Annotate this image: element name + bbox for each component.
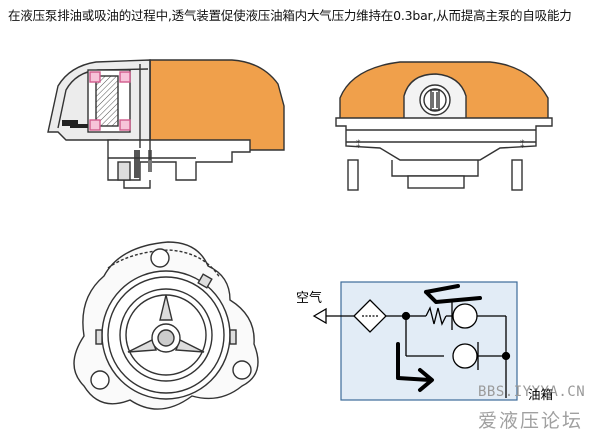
check-valve-icon [452,343,478,369]
svg-text:⁑: ⁑ [356,139,361,151]
breather-top-view-icon [73,241,259,410]
svg-text:⁑: ⁑ [520,139,525,151]
flow-arrow-icon [396,342,434,392]
watermark-name: 爱液压论坛 [478,410,584,432]
flow-arrow-icon [424,284,482,304]
figure-caption: 在液压泵排油或吸油的过程中,透气装置促使液压油箱内大气压力维持在0.3bar,从… [8,8,572,23]
watermark-site: BBS.IYYYA.CN [478,384,586,400]
air-outlet-arrow-icon [312,307,327,325]
breather-side-section-icon [47,59,285,189]
tank-label: 油箱 [528,387,554,402]
breather-front-view-icon: ⁑ ⁑ [335,61,553,191]
air-label: 空气 [296,291,323,306]
breather-schematic [312,281,518,401]
spring-icon [425,306,447,326]
check-valve-icon [452,303,478,329]
